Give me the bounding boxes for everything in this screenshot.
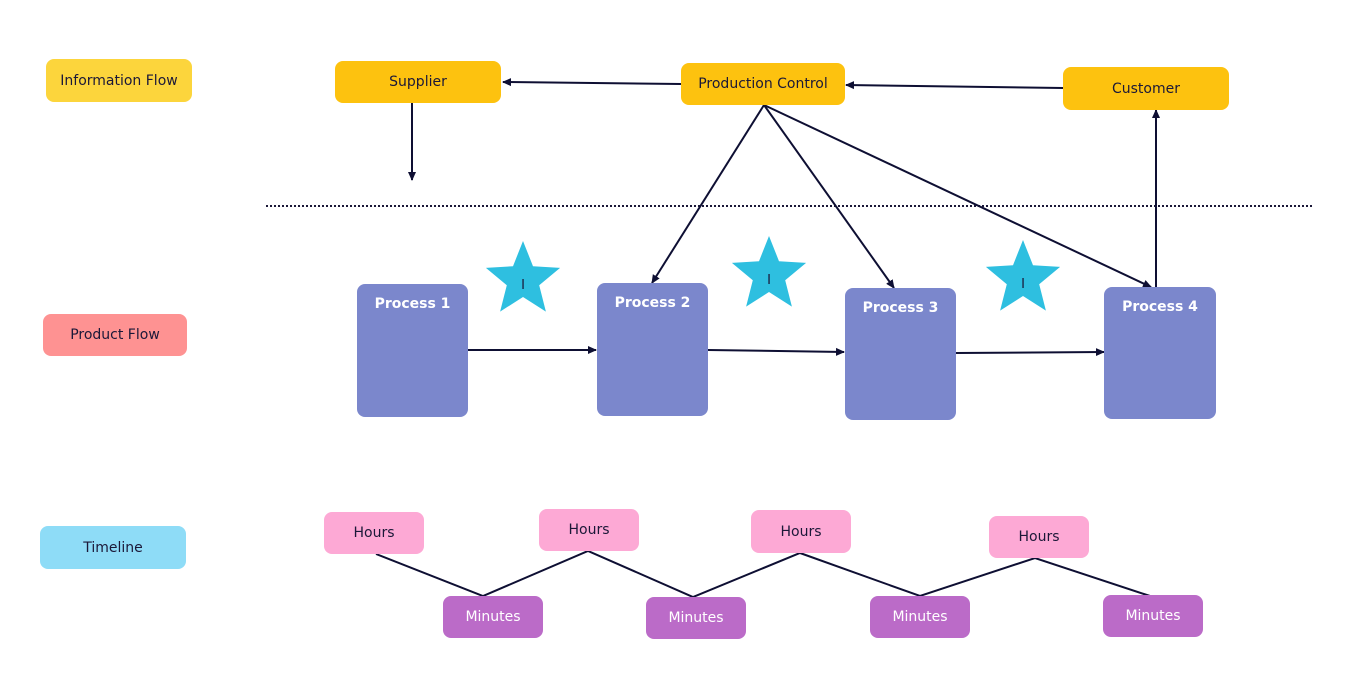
arrow-process-3-to-process-4	[955, 348, 1105, 357]
inventory-star-1[interactable]: I	[485, 241, 561, 312]
inventory-label: I	[1021, 277, 1025, 292]
timeline-hours-4[interactable]: Hours	[989, 516, 1089, 558]
minutes-label: Minutes	[1125, 608, 1181, 624]
legend-timeline[interactable]: Timeline	[40, 526, 186, 569]
arrow-process-2-to-process-3	[707, 347, 845, 356]
arrow-production-control-to-supplier	[502, 78, 682, 87]
supplier-box[interactable]: Supplier	[335, 61, 501, 103]
legend-timeline-label: Timeline	[83, 539, 143, 556]
hours-label: Hours	[568, 522, 610, 538]
timeline-minutes-4[interactable]: Minutes	[1103, 595, 1203, 637]
timeline-hours-2[interactable]: Hours	[539, 509, 639, 551]
hours-label: Hours	[780, 523, 822, 540]
process-3-box[interactable]: Process 3	[845, 288, 956, 420]
minutes-label: Minutes	[892, 609, 948, 625]
inventory-star-2[interactable]: I	[731, 236, 807, 307]
timeline-hours-1[interactable]: Hours	[324, 512, 424, 554]
arrow-production-control-to-process-4	[763, 104, 1152, 288]
star-icon	[985, 240, 1061, 311]
timeline-zigzag-line	[375, 549, 1151, 599]
inventory-label: I	[767, 273, 771, 288]
process-2-box[interactable]: Process 2	[597, 283, 708, 416]
star-icon	[485, 241, 561, 312]
inventory-label: I	[521, 278, 525, 293]
timeline-minutes-3[interactable]: Minutes	[870, 596, 970, 638]
minutes-label: Minutes	[668, 610, 724, 626]
process-1-label: Process 1	[374, 296, 451, 312]
process-1-box[interactable]: Process 1	[357, 284, 468, 417]
legend-information-flow[interactable]: Information Flow	[46, 59, 192, 102]
process-4-box[interactable]: Process 4	[1104, 287, 1216, 419]
customer-label: Customer	[1111, 80, 1180, 97]
timeline-hours-3[interactable]: Hours	[751, 510, 851, 553]
legend-product-flow-label: Product Flow	[70, 327, 160, 343]
arrow-production-control-to-process-2	[651, 104, 765, 284]
process-3-label: Process 3	[862, 300, 939, 316]
arrow-production-control-to-process-3	[763, 104, 895, 289]
timeline-minutes-1[interactable]: Minutes	[443, 596, 543, 638]
inventory-star-3[interactable]: I	[985, 240, 1061, 311]
hours-label: Hours	[1018, 529, 1060, 545]
process-4-label: Process 4	[1122, 299, 1198, 315]
supplier-label: Supplier	[389, 74, 447, 90]
process-2-label: Process 2	[614, 295, 691, 311]
minutes-label: Minutes	[465, 609, 521, 625]
production-control-box[interactable]: Production Control	[681, 63, 845, 105]
legend-information-flow-label: Information Flow	[60, 72, 178, 89]
legend-product-flow[interactable]: Product Flow	[43, 314, 187, 356]
customer-box[interactable]: Customer	[1063, 67, 1229, 110]
hours-label: Hours	[353, 525, 395, 541]
star-icon	[731, 236, 807, 307]
production-control-label: Production Control	[698, 76, 828, 92]
arrow-customer-to-production-control	[845, 81, 1064, 90]
timeline-minutes-2[interactable]: Minutes	[646, 597, 746, 639]
